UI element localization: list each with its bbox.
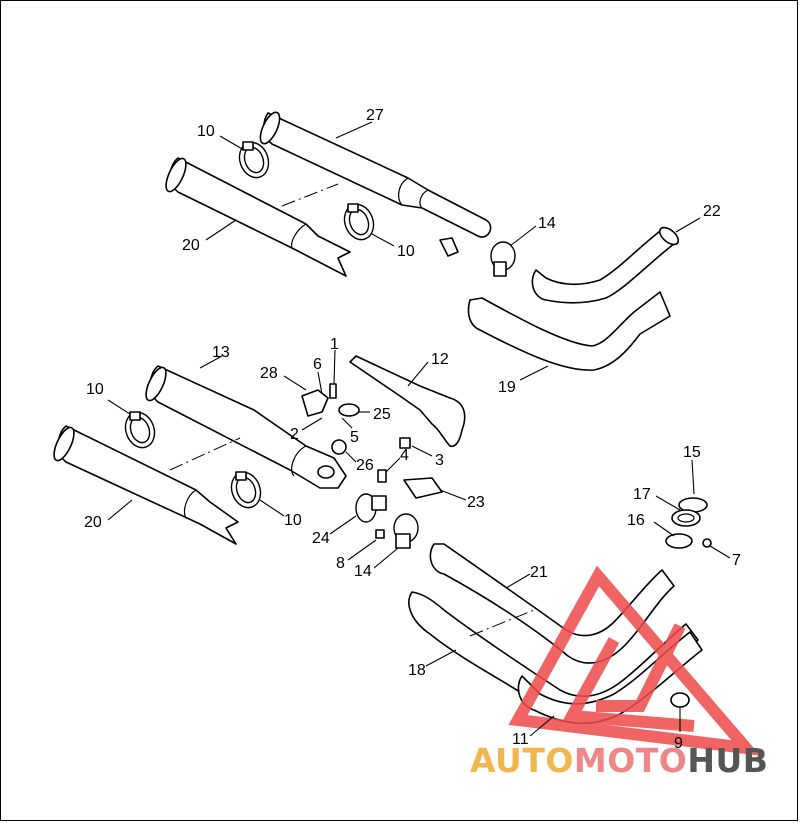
- clamp-10-upper-b: [343, 203, 375, 241]
- muffler-20-upper: [165, 157, 351, 277]
- callout-4: 4: [400, 447, 409, 464]
- callout-3: 3: [435, 452, 444, 469]
- callout-27: 27: [366, 107, 384, 124]
- watermark-part-moto: MOTO: [574, 741, 687, 780]
- muffler-13: [145, 365, 347, 489]
- centerline-upper: [281, 183, 339, 207]
- centerline-lower: [169, 437, 241, 471]
- callout-6: 6: [313, 356, 322, 373]
- clamp-10-lower-b: [230, 471, 262, 509]
- callout-10-lower-b: 10: [284, 512, 302, 529]
- leader-lines: [107, 121, 731, 737]
- callout-1: 1: [330, 336, 339, 353]
- callout-20-lower: 20: [84, 514, 102, 531]
- callout-10-lower-a: 10: [86, 381, 104, 398]
- callout-22: 22: [703, 203, 721, 220]
- washer-25: [338, 403, 360, 417]
- bracket-23: [403, 477, 443, 499]
- muffler-27: [259, 111, 492, 257]
- callout-14-upper: 14: [538, 215, 556, 232]
- stud-3: [399, 437, 411, 449]
- nut-8: [375, 529, 385, 539]
- header-pipe-22: [531, 226, 680, 304]
- clamp-24: [355, 493, 387, 523]
- clamp-10-upper-a: [238, 141, 270, 179]
- callout-21: 21: [530, 564, 548, 581]
- callout-7: 7: [732, 552, 741, 569]
- callout-23: 23: [467, 494, 485, 511]
- callout-15: 15: [683, 444, 701, 461]
- bracket-28: [301, 389, 329, 417]
- callout-9: 9: [674, 735, 683, 752]
- watermark-text: AUTOMOTOHUB: [470, 741, 768, 780]
- callout-20-upper: 20: [182, 237, 200, 254]
- callout-12: 12: [431, 351, 449, 368]
- callout-11: 11: [512, 731, 529, 748]
- watermark-part-auto: AUTO: [470, 741, 574, 780]
- bracket-12: [349, 355, 466, 448]
- callout-17: 17: [633, 486, 651, 503]
- ring-16: [665, 533, 693, 549]
- callout-13: 13: [212, 344, 230, 361]
- callout-5: 5: [350, 429, 359, 446]
- callout-24: 24: [312, 530, 330, 547]
- bolt-1: [329, 383, 337, 399]
- callout-26: 26: [356, 457, 374, 474]
- header-pipe-19: [467, 291, 671, 371]
- clamp-14-lower: [393, 513, 419, 549]
- gasket-17: [671, 509, 701, 527]
- header-pipe-21: [429, 543, 675, 664]
- clamp-10-lower-a: [124, 411, 156, 449]
- callout-25: 25: [373, 406, 391, 423]
- callout-18: 18: [408, 662, 426, 679]
- watermark-part-hub: HUB: [687, 741, 768, 780]
- spring-7: [702, 538, 712, 548]
- spacer-26: [331, 439, 347, 455]
- callout-8: 8: [336, 555, 345, 572]
- callout-16: 16: [627, 512, 645, 529]
- callout-2: 2: [290, 426, 299, 443]
- centerline-right: [469, 609, 535, 637]
- clamp-14-upper: [490, 241, 516, 277]
- watermark-logo: [508, 565, 761, 756]
- callout-labels: 27 10 20 10 14 22 19 1 12 13 6 28 10 25 …: [84, 107, 741, 752]
- callout-14-lower: 14: [354, 563, 372, 580]
- bolt-4: [377, 469, 387, 483]
- clamp-9: [670, 692, 690, 708]
- callout-10-upper-b: 10: [397, 243, 415, 260]
- callout-28: 28: [260, 365, 278, 382]
- callout-10-upper-a: 10: [197, 123, 215, 140]
- callout-19: 19: [498, 379, 516, 396]
- muffler-20-lower: [53, 425, 239, 545]
